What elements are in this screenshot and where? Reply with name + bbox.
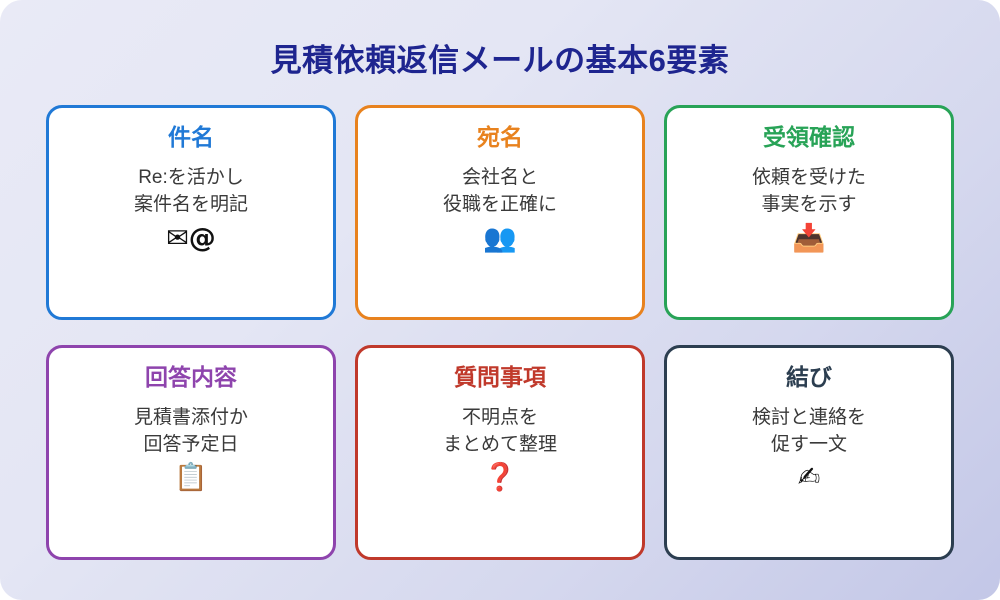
card-body: Re:を活かし 案件名を明記: [133, 166, 248, 215]
element-card-2: 宛名 会社名と 役職を正確に 👥: [355, 105, 645, 321]
card-body: 会社名と 役職を正確に: [442, 166, 557, 215]
element-card-4: 回答内容 見積書添付か 回答予定日 📋: [46, 345, 336, 560]
card-body: 検討と連絡を 促す一文: [751, 406, 866, 455]
two-people-icon: 👥: [483, 222, 517, 254]
inbox-tray-download-icon: 📥: [792, 222, 826, 254]
card-body: 不明点を まとめて整理: [442, 406, 557, 455]
element-card-6: 結び 検討と連絡を 促す一文 ✍: [664, 345, 954, 560]
clipboard-icon: 📋: [174, 462, 208, 494]
card-title: 質問事項: [454, 364, 546, 391]
element-card-1: 件名 Re:を活かし 案件名を明記 ✉@: [46, 105, 336, 321]
page-title: 見積依頼返信メールの基本6要素: [270, 43, 730, 78]
element-card-5: 質問事項 不明点を まとめて整理 ❓: [355, 345, 645, 560]
email-at-icon: ✉@: [166, 222, 216, 254]
card-body: 依頼を受けた 事実を示す: [751, 166, 866, 215]
card-title: 結び: [786, 364, 832, 391]
card-title: 件名: [168, 124, 214, 151]
card-title: 受領確認: [763, 124, 855, 151]
question-mark-icon: ❓: [483, 462, 517, 494]
element-card-grid: 件名 Re:を活かし 案件名を明記 ✉@ 宛名 会社名と 役職を正確に 👥 受領…: [46, 105, 954, 560]
card-body: 見積書添付か 回答予定日: [133, 406, 248, 455]
element-card-3: 受領確認 依頼を受けた 事実を示す 📥: [664, 105, 954, 321]
card-title: 宛名: [477, 124, 523, 151]
writing-hand-icon: ✍: [797, 462, 821, 494]
card-title: 回答内容: [145, 364, 237, 391]
